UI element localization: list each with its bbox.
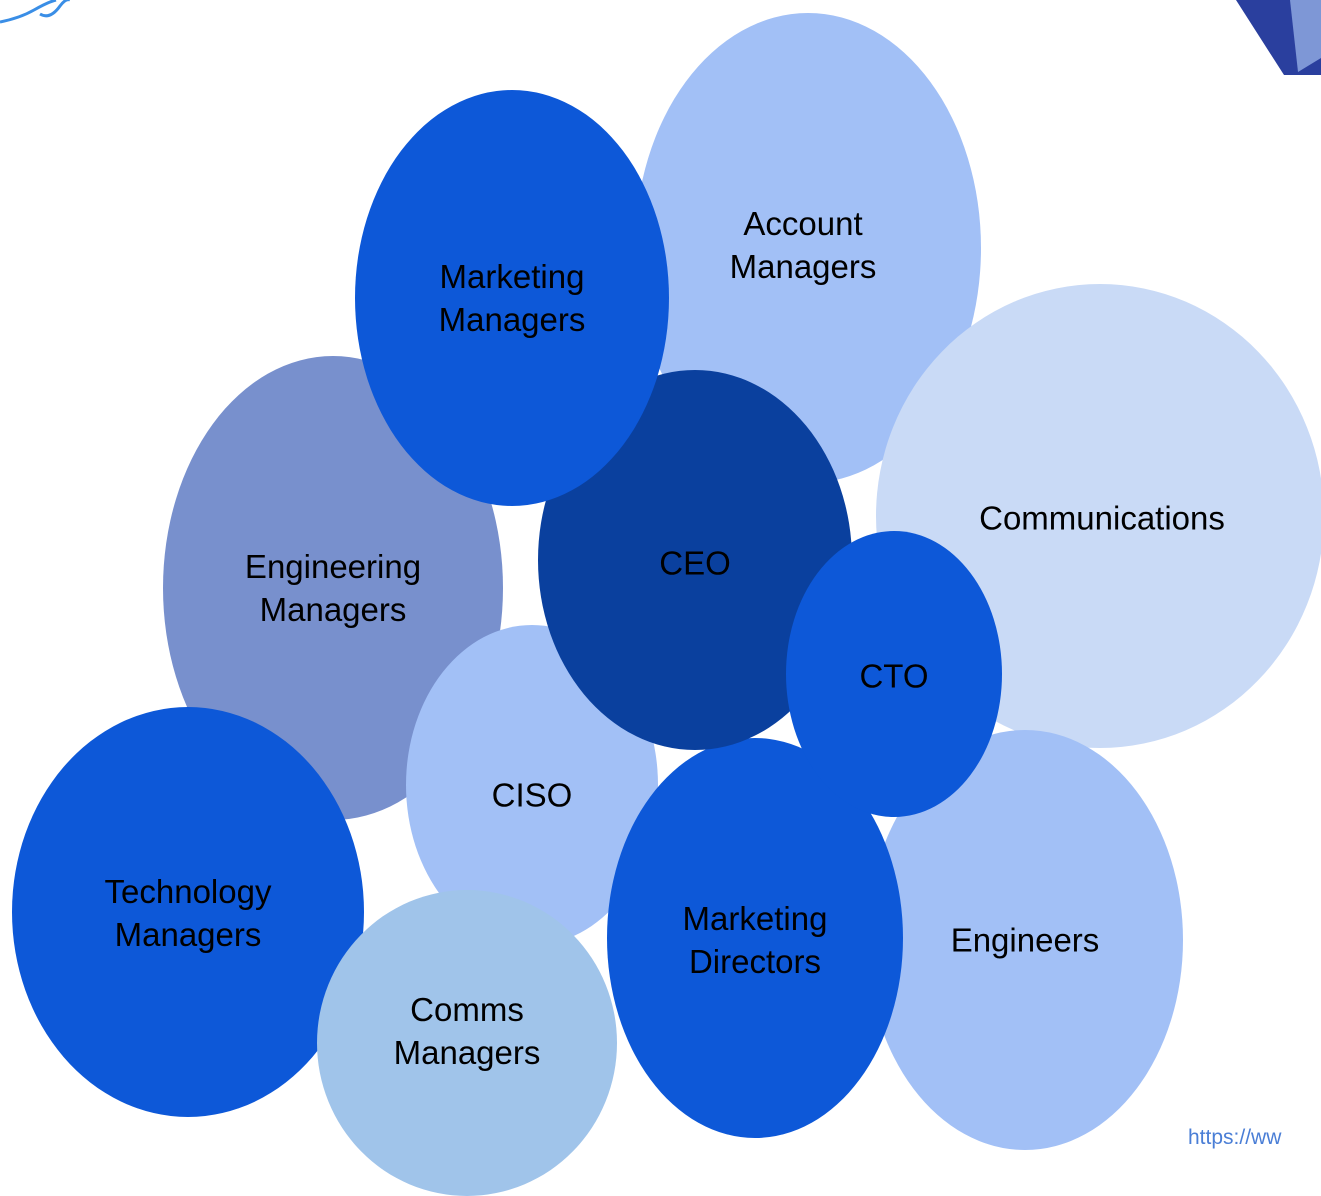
engineering-managers-label-line: Managers bbox=[259, 591, 407, 628]
communications-label: Communications bbox=[979, 497, 1225, 540]
engineering-managers-label-line: Engineering bbox=[244, 548, 422, 585]
cto-label-line: CTO bbox=[859, 657, 929, 695]
ciso-label: CISO bbox=[492, 774, 573, 817]
ciso-label-line: CISO bbox=[491, 776, 573, 814]
triangle-corner-icon bbox=[1236, 0, 1321, 75]
communications-label-line: Communications bbox=[979, 499, 1225, 537]
comms-managers-bubble bbox=[317, 890, 617, 1196]
engineers-label-line: Engineers bbox=[950, 921, 1100, 959]
cto-label: CTO bbox=[859, 655, 928, 698]
technology-managers-bubble bbox=[12, 707, 364, 1117]
curve-logo-icon bbox=[0, 0, 80, 30]
technology-managers-label-line: Managers bbox=[114, 916, 262, 953]
ceo-label-line: CEO bbox=[659, 544, 731, 582]
marketing-managers-label-line: Marketing bbox=[439, 258, 585, 295]
technology-managers-label-line: Technology bbox=[104, 873, 272, 910]
comms-managers-label-line: Comms bbox=[410, 991, 524, 1028]
source-url-text[interactable]: https://ww bbox=[1188, 1126, 1282, 1149]
engineers-label: Engineers bbox=[951, 919, 1100, 962]
comms-managers-label-line: Managers bbox=[393, 1034, 541, 1071]
marketing-managers-bubble bbox=[355, 90, 669, 506]
marketing-directors-label-line: Directors bbox=[688, 943, 822, 980]
account-managers-label-line: Account bbox=[743, 205, 863, 242]
marketing-directors-label-line: Marketing bbox=[682, 900, 828, 937]
account-managers-label-line: Managers bbox=[729, 248, 877, 285]
cto-bubble bbox=[786, 531, 1002, 817]
marketing-managers-label-line: Managers bbox=[438, 301, 586, 338]
ceo-label: CEO bbox=[659, 542, 731, 585]
